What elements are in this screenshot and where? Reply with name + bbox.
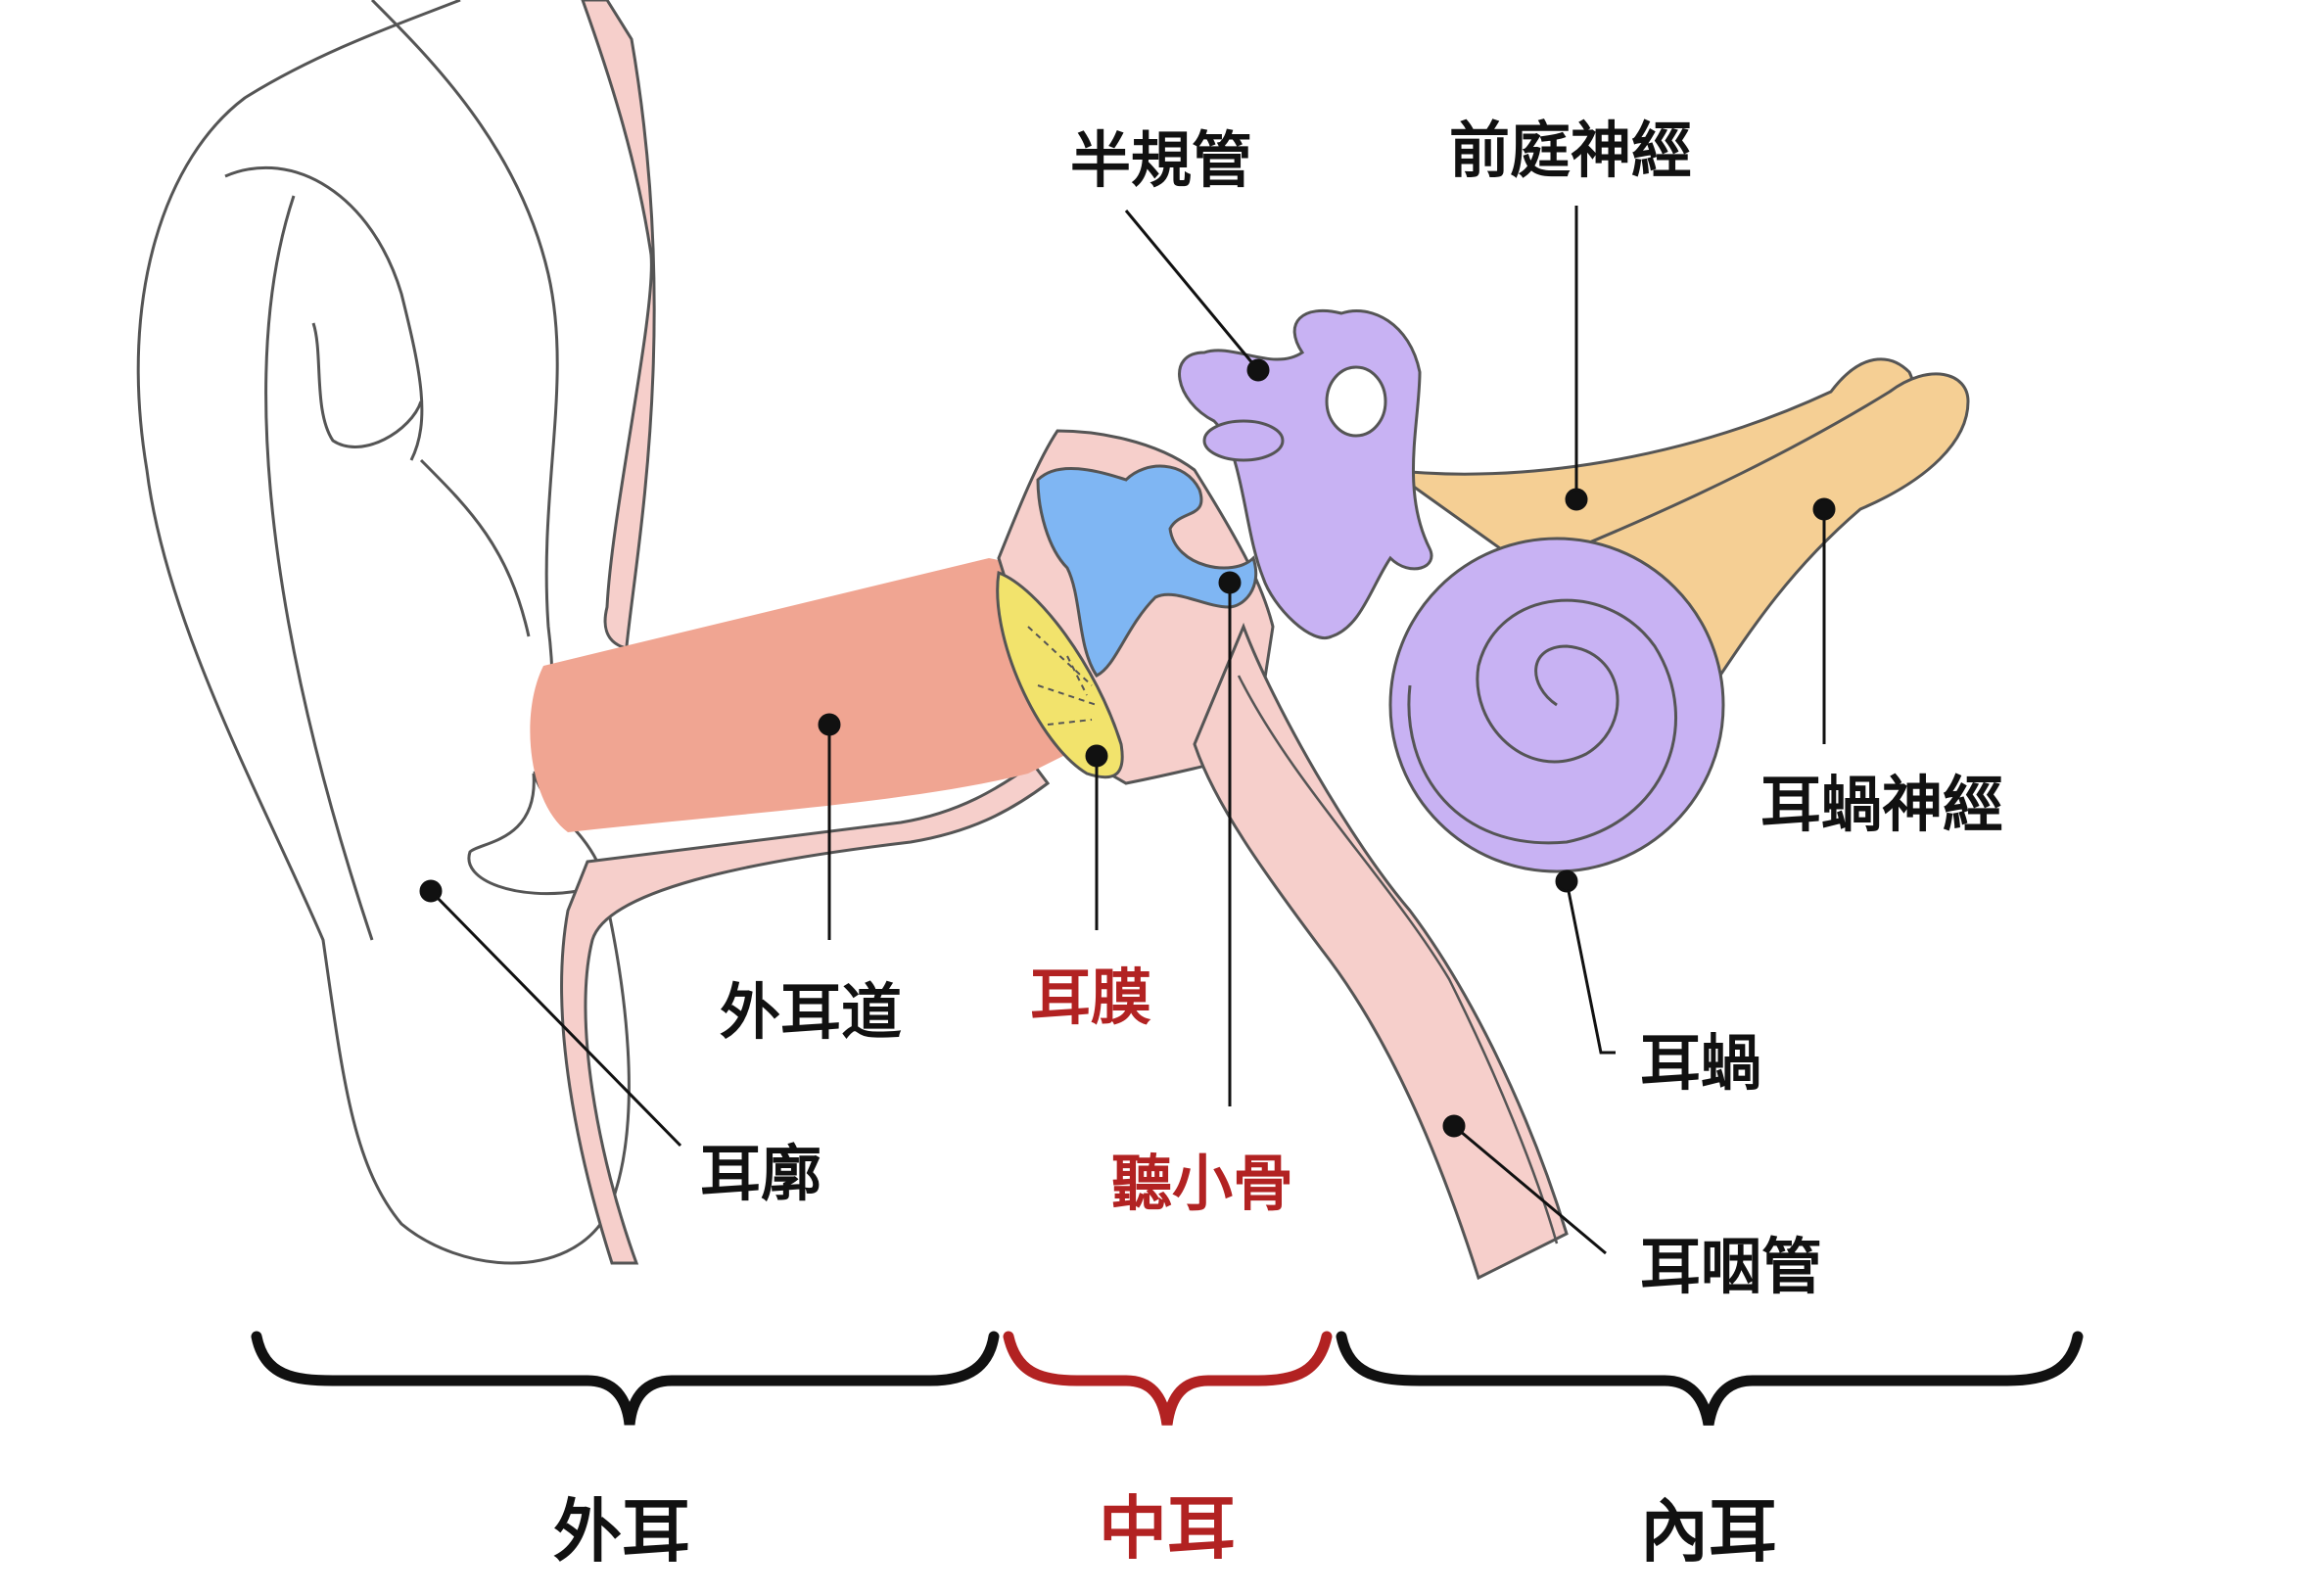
dot-semicircular-canals [1246, 358, 1270, 382]
label-cochlea: 耳蝸 [1640, 1027, 1761, 1099]
dot-vestibular-nerve [1565, 488, 1588, 511]
brace-middle-ear [1003, 1331, 1333, 1426]
dot-eustachian-tube [1442, 1114, 1466, 1138]
section-inner-ear: 內耳 [1640, 1491, 1777, 1572]
label-auricle: 耳廓 [700, 1138, 821, 1209]
eardrum-shape [996, 570, 1124, 779]
dot-eardrum [1085, 744, 1108, 768]
leader-lines [419, 206, 1836, 1255]
inner-ear-shape [1178, 308, 1725, 873]
eustachian-tube-shape [1193, 622, 1569, 1281]
brace-outer-ear [251, 1331, 1000, 1426]
dot-cochlear-nerve [1812, 497, 1836, 521]
auricle-drawing [136, 0, 631, 1265]
label-semicircular-canals: 半規管 [1070, 124, 1252, 196]
dot-ear-canal [818, 713, 841, 736]
ossicles-shape [1036, 464, 1258, 678]
label-ossicles: 聽小骨 [1111, 1148, 1293, 1219]
label-cochlear-nerve: 耳蝸神經 [1760, 769, 2003, 840]
label-eardrum: 耳膜 [1030, 962, 1151, 1033]
ear-canal-shape [530, 558, 1087, 832]
label-ear-canal: 外耳道 [720, 976, 902, 1048]
brace-inner-ear [1336, 1331, 2084, 1427]
label-vestibular-nerve: 前庭神經 [1449, 115, 1692, 186]
section-middle-ear: 中耳 [1099, 1488, 1236, 1569]
dot-cochlea [1555, 869, 1578, 893]
section-outer-ear: 外耳 [553, 1491, 690, 1572]
label-eustachian-tube: 耳咽管 [1640, 1231, 1822, 1302]
dot-ossicles [1218, 571, 1242, 594]
dot-auricle [419, 879, 443, 903]
